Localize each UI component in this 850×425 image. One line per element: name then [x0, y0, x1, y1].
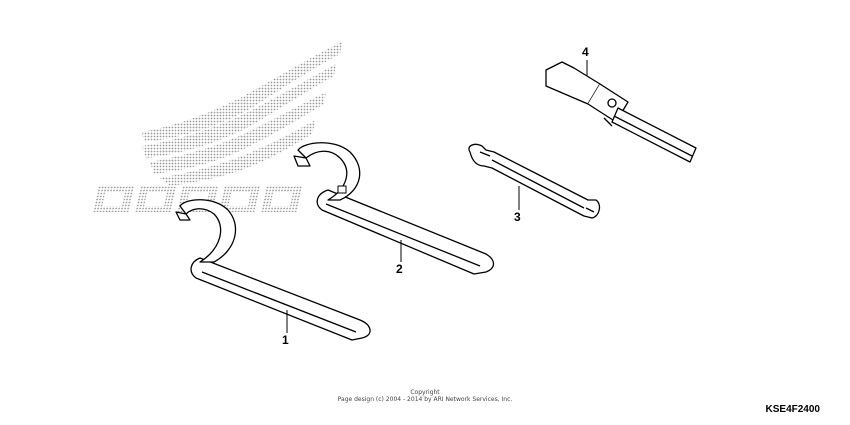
- diagram-code: KSE4F2400: [765, 404, 820, 415]
- copyright-line-1: Copyright: [410, 389, 440, 396]
- part-3-double-open-end-wrench-icon: [468, 143, 601, 219]
- callout-2: 2: [396, 262, 403, 276]
- callout-4: 4: [582, 45, 589, 59]
- part-4-spark-plug-socket-wrench-icon: [545, 61, 697, 163]
- callout-1: 1: [282, 333, 289, 347]
- part-1-pin-spanner-wrench-icon: [175, 199, 371, 341]
- honda-wing-logo-watermark: [92, 42, 342, 212]
- copyright-line-2: Page design (c) 2004 - 2014 by ARI Netwo…: [337, 396, 513, 403]
- callout-3: 3: [514, 210, 521, 224]
- part-2-pin-spanner-wrench-icon: [293, 142, 495, 275]
